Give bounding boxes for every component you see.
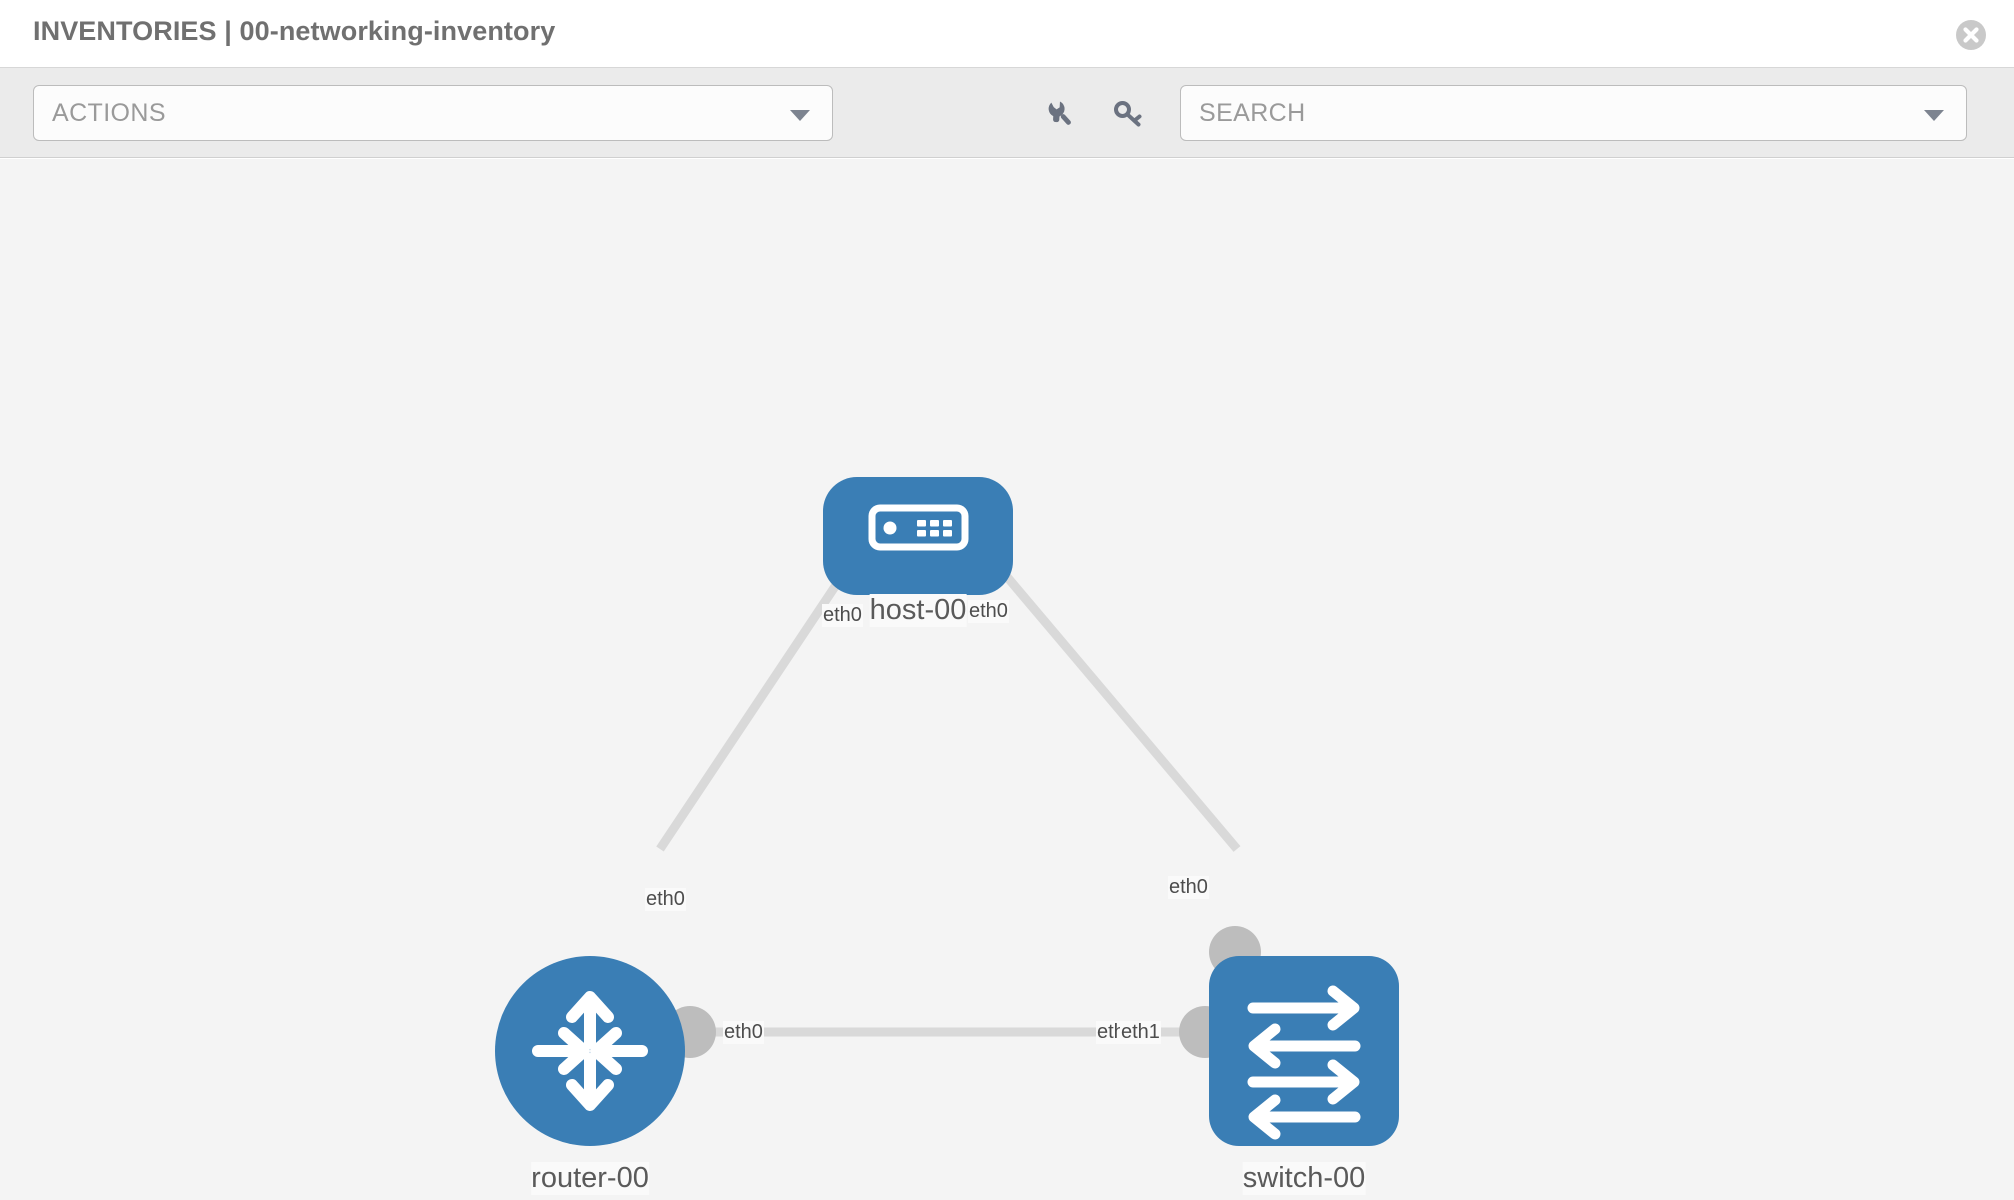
search-input[interactable]: SEARCH	[1180, 85, 1967, 141]
node-switch-00	[1209, 956, 1399, 1146]
switch-arrows-icon	[1247, 985, 1361, 1140]
toolbar: ACTIONS SEARCH	[0, 68, 2014, 158]
edge-label-switch00-eth1-horiz: eth1	[1120, 1021, 1161, 1044]
key-icon[interactable]	[1108, 93, 1148, 133]
topology-graph	[495, 477, 1399, 1146]
search-placeholder: SEARCH	[1199, 99, 1306, 127]
topology-canvas[interactable]: host-00 router-00 switch-00 eth0 eth0 et…	[0, 159, 2014, 1200]
page-title: INVENTORIES | 00-networking-inventory	[33, 16, 556, 46]
edge-label-router00-eth0-diag: eth0	[645, 888, 686, 911]
node-label-router-00: router-00	[531, 1162, 649, 1195]
actions-dropdown[interactable]: ACTIONS	[33, 85, 833, 141]
edge-label-host00-eth0-right: eth0	[968, 600, 1009, 623]
edge-label-switch00-eth0-diag: eth0	[1168, 876, 1209, 899]
server-icon	[868, 504, 969, 551]
wrench-icon[interactable]	[1040, 93, 1080, 133]
edge-label-router00-eth0-horiz: eth0	[723, 1021, 764, 1044]
node-label-switch-00: switch-00	[1242, 1162, 1366, 1195]
node-router-00	[495, 956, 685, 1146]
node-label-host-00: host-00	[869, 594, 967, 627]
chevron-down-icon	[1924, 110, 1944, 121]
edge-label-host00-eth0-left: eth0	[822, 604, 863, 627]
close-icon[interactable]	[1954, 18, 1988, 52]
actions-dropdown-label: ACTIONS	[52, 99, 166, 127]
chevron-down-icon	[790, 110, 810, 121]
page-header: INVENTORIES | 00-networking-inventory	[0, 0, 2014, 68]
router-arrows-icon	[532, 991, 648, 1111]
node-host-00	[823, 477, 1013, 595]
